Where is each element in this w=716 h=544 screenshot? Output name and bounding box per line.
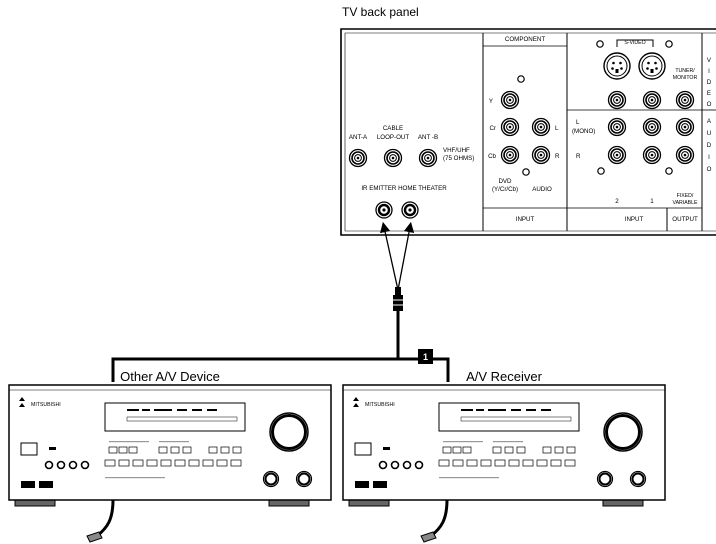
ir-plug <box>395 287 401 295</box>
video-letter: D <box>707 79 712 86</box>
mono-r-label: R <box>576 153 581 160</box>
ant-a-jack <box>348 148 368 168</box>
output-l-jack <box>675 117 695 137</box>
cable-loop-out-jack <box>383 148 403 168</box>
svideo-jack-1 <box>638 52 666 80</box>
tuner-monitor-label: MONITOR <box>673 75 698 81</box>
ir-cable-split <box>111 357 450 382</box>
y-label: Y <box>489 98 493 105</box>
dvd-label: DVD <box>498 178 512 185</box>
brand-logo-text: MITSUBISHI <box>31 402 61 408</box>
tv-panel-title: TV back panel <box>342 5 419 19</box>
audio-letter: I <box>708 154 710 161</box>
svideo-bracket <box>616 39 654 47</box>
brand-logo-text: MITSUBISHI <box>365 402 395 408</box>
cr-jack <box>500 117 520 137</box>
input-1-label: 1 <box>650 198 654 205</box>
tuner-monitor-label: TUNER/ <box>675 68 695 74</box>
output-footer: OUTPUT <box>672 216 698 223</box>
video-letter: V <box>707 57 712 64</box>
component-header: COMPONENT <box>505 36 545 43</box>
input-footer: INPUT <box>625 216 644 223</box>
ant-b-label: ANT -B <box>418 134 438 141</box>
power-cord <box>430 499 449 538</box>
vhf-label: (75 OHMS) <box>443 155 474 162</box>
ir-arrow <box>397 221 415 291</box>
ir-arrow <box>380 221 399 291</box>
fixed-variable-label: FIXED/ <box>677 193 694 199</box>
ant-b-jack <box>418 148 438 168</box>
panel-frame <box>340 28 716 236</box>
audio-l-jack <box>531 117 551 137</box>
audio-r-jack-1 <box>642 145 662 165</box>
cable-label: LOOP-OUT <box>377 134 410 141</box>
led-dot <box>517 75 525 83</box>
led-dot <box>665 167 673 175</box>
other-device-title: Other A/V Device <box>120 369 220 384</box>
audio-r-jack-2 <box>607 145 627 165</box>
video-jack-2 <box>607 90 627 110</box>
input-footer: INPUT <box>516 216 535 223</box>
ir-emitter-jack <box>400 200 420 220</box>
audio-r-jack <box>531 145 551 165</box>
mono-l-label: L <box>576 119 580 126</box>
svideo-jack-2 <box>603 52 631 80</box>
panel-inner-frame <box>344 32 716 232</box>
ir-plug <box>393 295 403 311</box>
audio-l-jack-1 <box>642 117 662 137</box>
audio-l-label: L <box>555 125 559 132</box>
power-plug <box>420 531 437 543</box>
power-cord <box>96 499 115 538</box>
input-2-label: 2 <box>615 198 619 205</box>
dvd-label: (Y/Cr/Cb) <box>492 186 518 193</box>
led-dot <box>596 40 604 48</box>
cb-label: Cb <box>488 153 496 160</box>
power-plug <box>86 531 103 543</box>
tv-back-panel <box>340 28 716 236</box>
led-dot <box>522 168 530 176</box>
fixed-variable-label: VARIABLE <box>673 200 699 206</box>
output-r-jack <box>675 145 695 165</box>
y-jack <box>500 90 520 110</box>
led-dot <box>665 40 673 48</box>
audio-letter: O <box>707 166 712 173</box>
cr-label: Cr <box>489 125 496 132</box>
cb-jack <box>500 145 520 165</box>
monitor-video-jack <box>675 90 695 110</box>
audio-r-label: R <box>555 153 560 160</box>
vhf-label: VHF/UHF <box>443 147 470 154</box>
audio-l-jack-2 <box>607 117 627 137</box>
audio-letter: U <box>707 130 711 137</box>
led-dot <box>597 167 605 175</box>
receiver-title: A/V Receiver <box>466 369 543 384</box>
audio-letter: A <box>707 118 712 125</box>
svideo-header: S-VIDEO <box>624 40 645 46</box>
video-jack-1 <box>642 90 662 110</box>
video-letter: O <box>707 101 712 108</box>
mono-label: (MONO) <box>572 128 595 135</box>
ir-emitter-label: IR EMITTER HOME THEATER <box>361 185 447 192</box>
cable-label: CABLE <box>383 125 403 132</box>
video-letter: I <box>708 68 710 75</box>
video-letter: E <box>707 90 711 97</box>
ant-a-label: ANT-A <box>349 134 368 141</box>
callout-number: 1 <box>423 352 428 362</box>
audio-label: AUDIO <box>532 186 552 193</box>
ir-emitter-jack <box>374 200 394 220</box>
callout-badge <box>418 349 433 364</box>
audio-letter: D <box>707 142 712 149</box>
